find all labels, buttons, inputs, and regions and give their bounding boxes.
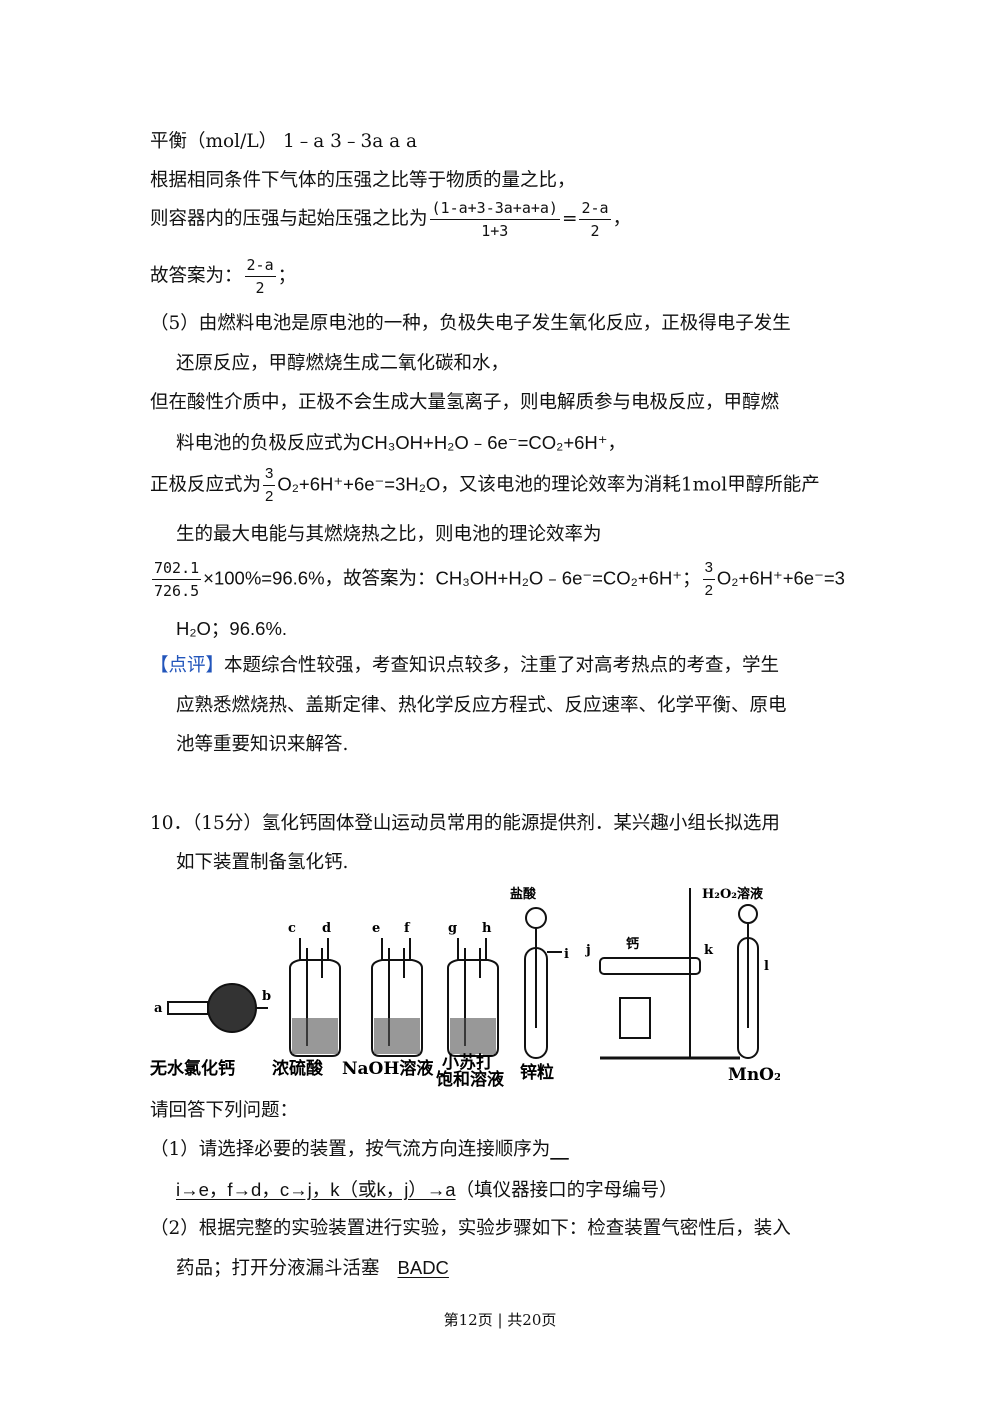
apparatus-figure: a b c d e f g h i j k l 盐酸 钙 H₂O₂溶液 无水氯化… xyxy=(150,886,780,1088)
text: 故答案为： xyxy=(150,265,243,287)
fraction-denominator: 1+3 xyxy=(481,221,509,240)
caption-nahco3-1: 小苏打 xyxy=(442,1052,493,1073)
fraction-numerator: 2-a xyxy=(244,257,276,277)
caption-zinc: 锌粒 xyxy=(520,1062,554,1083)
label-h2o2: H₂O₂溶液 xyxy=(702,886,763,902)
comment-line: 【点评】本题综合性较强，考查知识点较多，注重了对高考热点的考查，学生 xyxy=(150,655,780,676)
label-j: j xyxy=(585,943,591,958)
equilibrium-text: 平衡（mol/L） 1﹣a 3﹣3a a a xyxy=(150,131,418,152)
question-1-text: （1）请选择必要的装置，按气流方向连接顺序为 xyxy=(150,1139,551,1160)
fraction-numerator: 2-a xyxy=(579,200,611,220)
question-2: （2）根据完整的实验装置进行实验，实验步骤如下：检查装置气密性后，装入 xyxy=(150,1218,791,1239)
fraction-numerator: 3 xyxy=(702,559,715,580)
text-line-15: 池等重要知识来解答. xyxy=(176,734,349,755)
text-line-6: 还原反应，甲醇燃烧生成二氧化碳和水， xyxy=(176,353,510,374)
question-2-answer: BADC xyxy=(397,1257,449,1278)
label-f: f xyxy=(404,921,411,936)
label-k: k xyxy=(704,943,714,958)
fraction-numerator: 702.1 xyxy=(152,560,202,580)
question-1: （1）请选择必要的装置，按气流方向连接顺序为__ xyxy=(150,1139,569,1160)
label-d: d xyxy=(322,921,331,936)
text: 则容器内的压强与起始压强之比为 xyxy=(150,208,428,230)
text-line-10: 生的最大电能与其燃烧热之比，则电池的理论效率为 xyxy=(176,524,602,545)
anode-equation-line: 料电池的负极反应式为CH₃OH+H₂O﹣6e⁻=CO₂+6H⁺， xyxy=(176,432,627,454)
questions-intro: 请回答下列问题： xyxy=(150,1100,299,1121)
anode-equation: CH₃OH+H₂O﹣6e⁻=CO₂+6H⁺， xyxy=(361,432,627,453)
equation-end: O₂+6H⁺+6e⁻=3 xyxy=(716,567,845,589)
label-b: b xyxy=(262,989,271,1004)
equals-sign: = xyxy=(561,208,578,230)
text: ， xyxy=(612,208,632,230)
fraction: (1-a+3-3a+a+a)1+3 xyxy=(429,200,560,240)
text-line-5: （5）由燃料电池是原电池的一种，负极失电子发生氧化反应，正极得电子发生 xyxy=(150,313,791,334)
question-2-cont: 药品；打开分液漏斗活塞 BADC xyxy=(176,1257,467,1279)
text: （填仪器接口的字母编号） xyxy=(455,1180,678,1201)
caption-nahco3-2: 饱和溶液 xyxy=(436,1069,504,1088)
caption-cacl2: 无水氯化钙 xyxy=(150,1058,235,1079)
caption-naoh: NaOH溶液 xyxy=(342,1058,433,1079)
equilibrium-row: 平衡（mol/L） 1﹣a 3﹣3a a a xyxy=(150,131,418,152)
bottle-nahco3 xyxy=(447,959,499,1057)
text-line-14: 应熟悉燃烧热、盖斯定律、热化学反应方程式、反应速率、化学平衡、原电 xyxy=(176,695,787,716)
bottle-h2so4 xyxy=(289,959,341,1057)
text: 又该电池的理论效率为消耗1mol甲醇所能产 xyxy=(458,474,820,496)
text: 料电池的负极反应式为 xyxy=(176,433,362,454)
text-line-12: H₂O；96.6%. xyxy=(176,618,288,639)
label-l: l xyxy=(764,959,769,974)
text-line-2: 根据相同条件下气体的压强之比等于物质的量之比， xyxy=(150,170,576,191)
question-10-title-cont: 如下装置制备氢化钙. xyxy=(176,852,349,873)
text: 药品；打开分液漏斗活塞 xyxy=(176,1258,380,1279)
label-i: i xyxy=(564,947,569,962)
alcohol-lamp xyxy=(619,997,651,1039)
fraction-denominator: 2 xyxy=(255,278,265,297)
label-c: c xyxy=(288,921,296,936)
comment-tag: 【点评】 xyxy=(150,655,225,676)
fraction-denominator: 2 xyxy=(590,221,600,240)
label-g: g xyxy=(448,921,457,936)
drying-tube-inlet xyxy=(167,1001,209,1015)
question-1-answer: i→e，f→d，c→j，k（或k，j）→a xyxy=(176,1179,456,1200)
calcium-tube xyxy=(599,957,701,975)
text-line-7: 但在酸性介质中，正极不会生成大量氢离子，则电解质参与电极反应，甲醇燃 xyxy=(150,392,780,413)
label-h: h xyxy=(482,921,492,936)
h2o2-funnel xyxy=(738,904,758,924)
fraction-denominator: 726.5 xyxy=(154,581,200,600)
label-calcium: 钙 xyxy=(626,936,639,952)
fraction-denominator: 2 xyxy=(704,581,713,599)
label-e: e xyxy=(372,921,380,936)
answer-blank: __ xyxy=(550,1139,569,1160)
text: 正极反应式为 xyxy=(150,474,262,496)
label-a: a xyxy=(154,1001,163,1016)
bottle-naoh xyxy=(371,959,423,1057)
label-hcl: 盐酸 xyxy=(510,886,537,902)
caption-mno2: MnO₂ xyxy=(728,1065,780,1085)
hcl-funnel xyxy=(525,907,547,929)
efficiency-text: ×100%=96.6%，故答案为：CH₃OH+H₂O﹣6e⁻=CO₂+6H⁺； xyxy=(203,567,701,589)
page-footer: 第12页 | 共20页 xyxy=(443,1311,557,1329)
text: ； xyxy=(277,265,297,287)
comment-text: 本题综合性较强，考查知识点较多，注重了对高考热点的考查，学生 xyxy=(224,655,780,676)
question-1-answer-line: i→e，f→d，c→j，k（或k，j）→a（填仪器接口的字母编号） xyxy=(176,1179,678,1201)
caption-h2so4: 浓硫酸 xyxy=(272,1058,324,1079)
fraction-numerator: (1-a+3-3a+a+a) xyxy=(429,200,560,220)
drying-bulb xyxy=(207,983,257,1033)
cathode-equation: O₂+6H⁺+6e⁻=3H₂O， xyxy=(277,473,459,495)
fraction-numerator: 3 xyxy=(263,465,276,486)
fraction-denominator: 2 xyxy=(265,487,274,505)
question-10-title: 10．（15分）氢化钙固体登山运动员常用的能源提供剂．某兴趣小组长拟选用 xyxy=(150,813,780,834)
